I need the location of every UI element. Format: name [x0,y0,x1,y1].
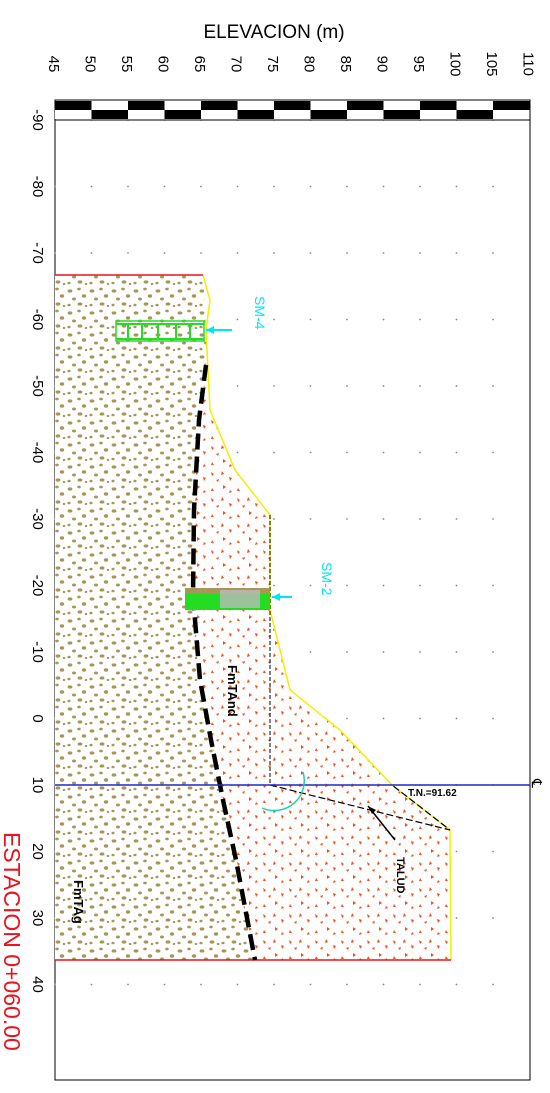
elevation-axis-title: ELEVACION (m) [203,22,344,43]
gravel-formation [55,275,255,960]
slope-line [269,784,451,831]
station-label: ESTACION 0+060.00 [0,832,25,1051]
centerline-symbol: ℄ [529,778,545,788]
scale-bar [54,99,531,121]
elevation-tick-label: 75 [264,56,281,73]
boring-sm2-label: SM-2 [319,562,335,596]
boring-sm2-log [185,588,292,610]
station-tick-label: 40 [29,976,46,993]
station-tick-label: -90 [29,109,46,131]
slope-angle-arc [261,771,306,812]
station-tick-label: 20 [29,843,46,860]
elevation-tick-label: 80 [301,56,318,73]
elevation-tick-label: 55 [118,56,135,73]
unit-gravel-label: FmTAg [71,880,86,924]
station-tick-label: 10 [29,777,46,794]
slope-arrow [367,805,396,841]
station-tick-label: -40 [29,442,46,464]
unit-andesite-label: FmTAnd [225,665,240,717]
elevation-tick-label: 110 [520,52,537,76]
station-tick-label: -30 [29,508,46,530]
station-tick-label: -50 [29,375,46,397]
elevation-tick-label: 105 [483,51,500,76]
elevation-tick-label: 90 [374,56,391,73]
station-tick-label: -60 [29,309,46,331]
elevation-tick-label: 100 [447,51,464,76]
elevation-tick-label: 45 [45,56,62,73]
elevation-tick-label: 60 [155,56,172,73]
andesite-formation [193,330,451,960]
station-tick-label: -80 [29,176,46,198]
station-tick-label: -10 [29,641,46,663]
elevation-tick-label: 70 [228,56,245,73]
station-tick-label: 0 [29,714,46,722]
station-tick-label: 30 [29,910,46,927]
terrain-level-label: T.N.=91.62 [408,788,457,799]
boring-sm4-log [115,320,232,342]
elevation-tick-label: 65 [191,56,208,73]
elevation-tick-label: 95 [410,56,427,73]
station-tick-label: -20 [29,575,46,597]
boring-sm4-label: SM-4 [252,296,268,330]
station-tick-label: -70 [29,242,46,264]
elevation-tick-label: 85 [337,56,354,73]
slope-label: TALUD [394,857,406,894]
elevation-tick-label: 50 [82,56,99,73]
station-tick-labels: -90 -80 -70 -60 -50 -40 -30 -20 -10 0 10 20 30 40 [29,109,46,993]
elevation-tick-labels: 45 50 55 60 65 70 75 80 85 90 95 100 105 110 [45,51,537,76]
